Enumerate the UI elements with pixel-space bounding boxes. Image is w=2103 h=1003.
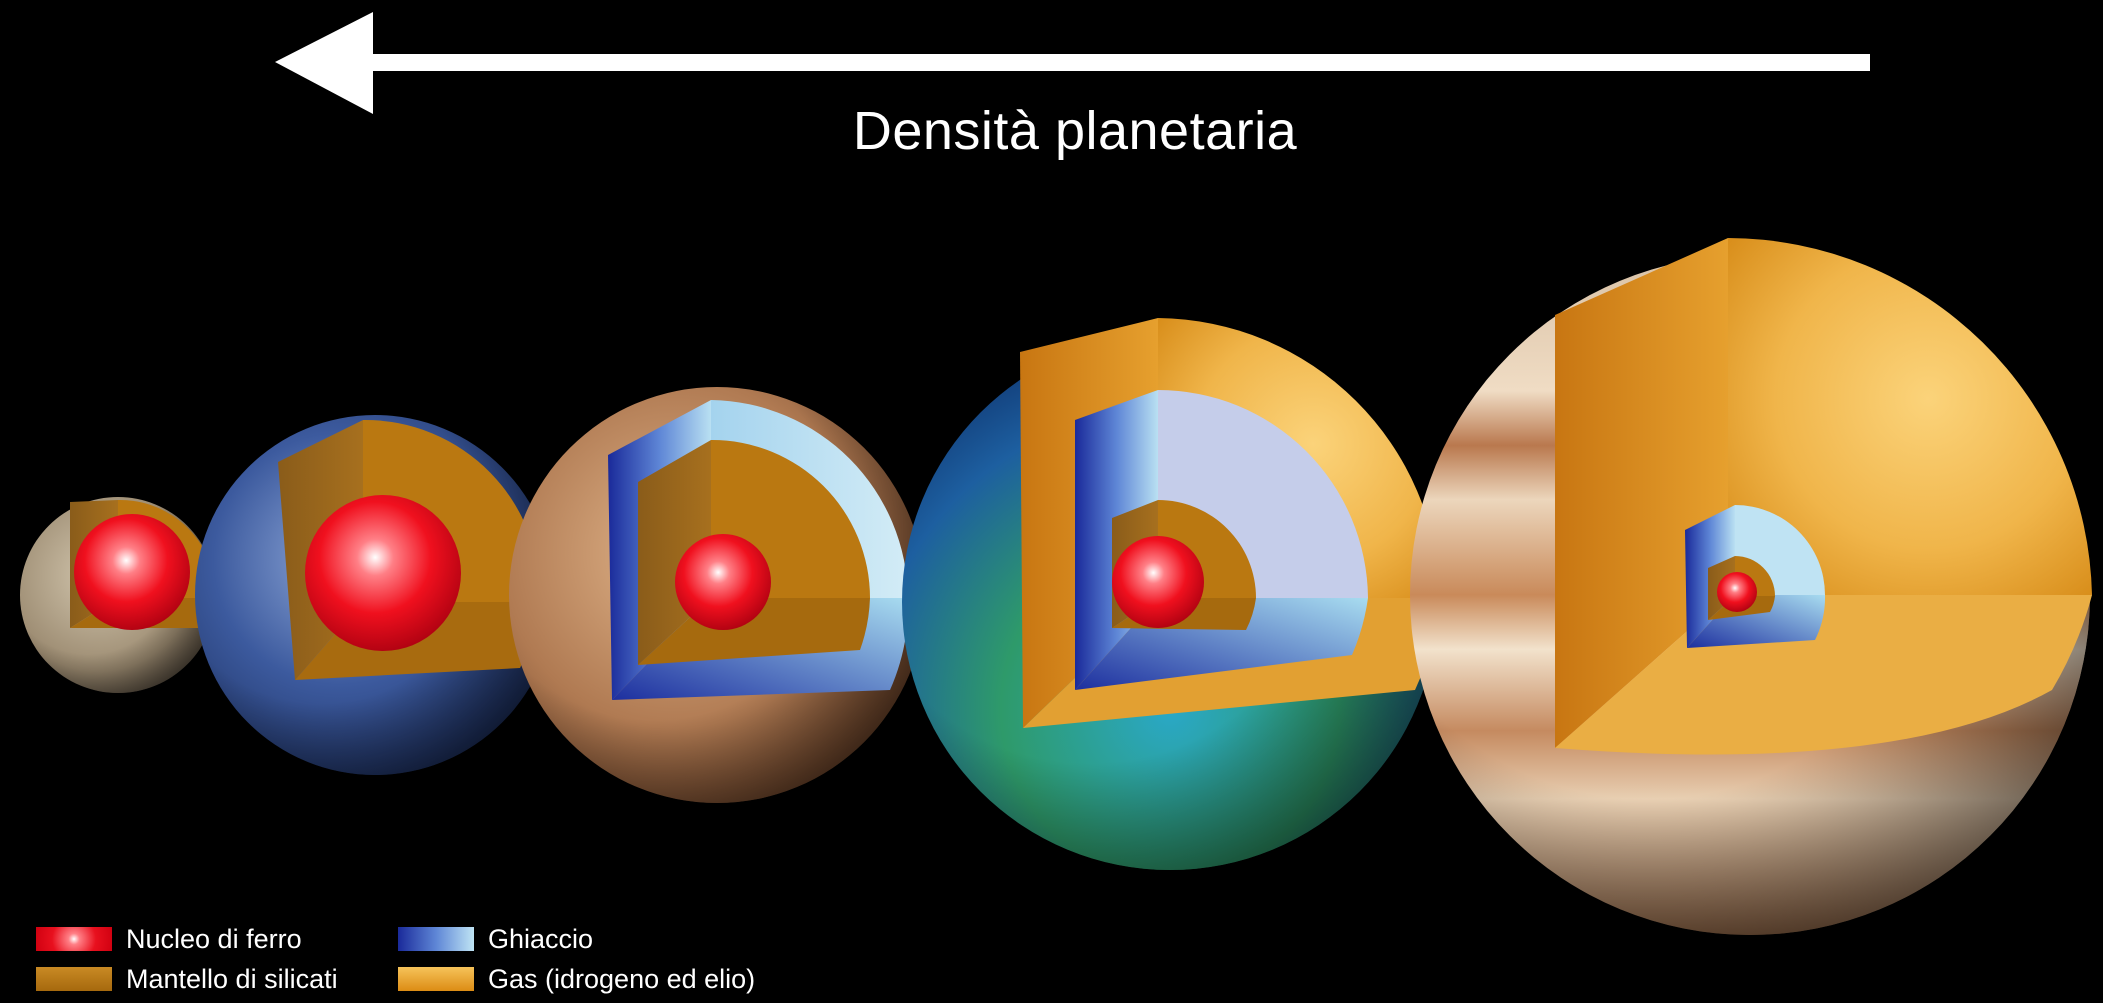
diagram-caption: Densità planetaria: [0, 100, 2103, 162]
legend-item-silicate-mantle: Mantello di silicati: [36, 962, 338, 996]
planet-4: [902, 318, 1440, 870]
iron-core: [74, 514, 190, 630]
legend-label: Gas (idrogeno ed elio): [488, 964, 755, 995]
legend-swatch-ice: [398, 927, 474, 951]
iron-core: [675, 534, 771, 630]
legend-item-gas: Gas (idrogeno ed elio): [398, 962, 755, 996]
density-arrow: [275, 12, 1870, 114]
legend-item-iron-core: Nucleo di ferro: [36, 922, 302, 956]
legend: Nucleo di ferro Mantello di silicati Ghi…: [36, 922, 936, 1002]
planet-1: [20, 497, 216, 693]
legend-label: Ghiaccio: [488, 924, 593, 955]
legend-swatch-gas: [398, 967, 474, 991]
legend-label: Mantello di silicati: [126, 964, 338, 995]
planet-5: [1410, 238, 2092, 935]
iron-core: [305, 495, 461, 651]
iron-core: [1717, 572, 1757, 612]
arrow-head: [275, 12, 373, 114]
legend-item-ice: Ghiaccio: [398, 922, 593, 956]
legend-label: Nucleo di ferro: [126, 924, 302, 955]
legend-swatch-silicate-mantle: [36, 967, 112, 991]
arrow-shaft: [360, 54, 1870, 71]
iron-core: [1112, 536, 1204, 628]
planet-2: [195, 415, 555, 775]
planet-3: [509, 387, 925, 803]
legend-swatch-iron-core: [36, 927, 112, 951]
